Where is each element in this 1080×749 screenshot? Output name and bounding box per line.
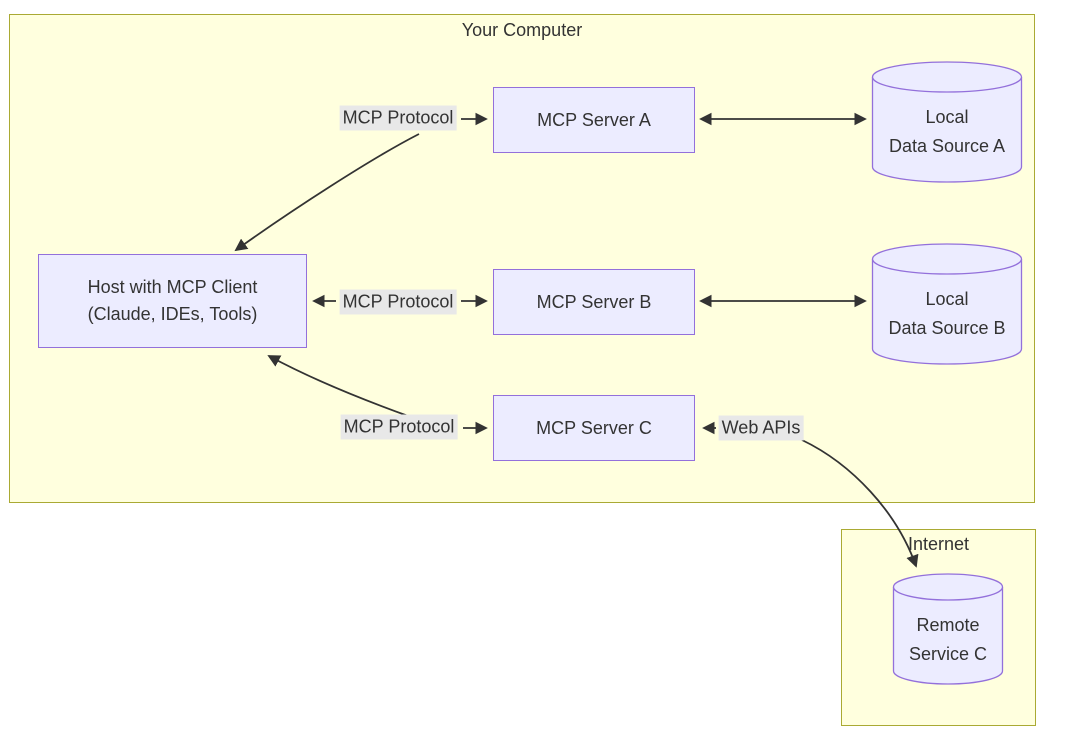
label-local-data-source-a-line2: Data Source A: [888, 136, 1006, 156]
group-title-your-computer: Your Computer: [461, 20, 583, 40]
label-remote-service-c: Remote Service C: [893, 611, 1003, 669]
label-remote-service-c-line1: Remote: [916, 615, 980, 635]
cylinder-remote-service-c: [892, 573, 1004, 685]
node-mcp-server-a: MCP Server A: [493, 87, 695, 153]
label-local-data-source-a: Local Data Source A: [872, 103, 1022, 161]
edge-server-a-to-host-curve: [234, 133, 420, 252]
label-local-data-source-b-line1: Local: [925, 289, 969, 309]
edge-label-web-apis: Web APIs: [718, 415, 804, 441]
label-remote-service-c-line2: Service C: [908, 644, 988, 664]
node-host-line1: Host with MCP Client: [87, 277, 258, 297]
label-local-data-source-b-line2: Data Source B: [888, 318, 1006, 338]
edge-label-mcp-protocol-b: MCP Protocol: [339, 289, 457, 315]
cylinder-local-data-source-a: [871, 61, 1023, 183]
edge-server-c-to-host-curve: [267, 355, 412, 418]
node-host-with-mcp-client: Host with MCP Client (Claude, IDEs, Tool…: [38, 254, 307, 348]
edge-web-apis-to-remote-service-curve: [801, 439, 919, 568]
node-mcp-server-c: MCP Server C: [493, 395, 695, 461]
label-local-data-source-b: Local Data Source B: [872, 285, 1022, 343]
edge-label-mcp-protocol-c: MCP Protocol: [340, 414, 458, 440]
node-host-line2: (Claude, IDEs, Tools): [87, 304, 258, 324]
label-local-data-source-a-line1: Local: [925, 107, 969, 127]
edge-label-mcp-protocol-a: MCP Protocol: [339, 105, 457, 131]
group-title-internet: Internet: [907, 534, 970, 554]
node-mcp-server-b: MCP Server B: [493, 269, 695, 335]
cylinder-local-data-source-b: [871, 243, 1023, 365]
